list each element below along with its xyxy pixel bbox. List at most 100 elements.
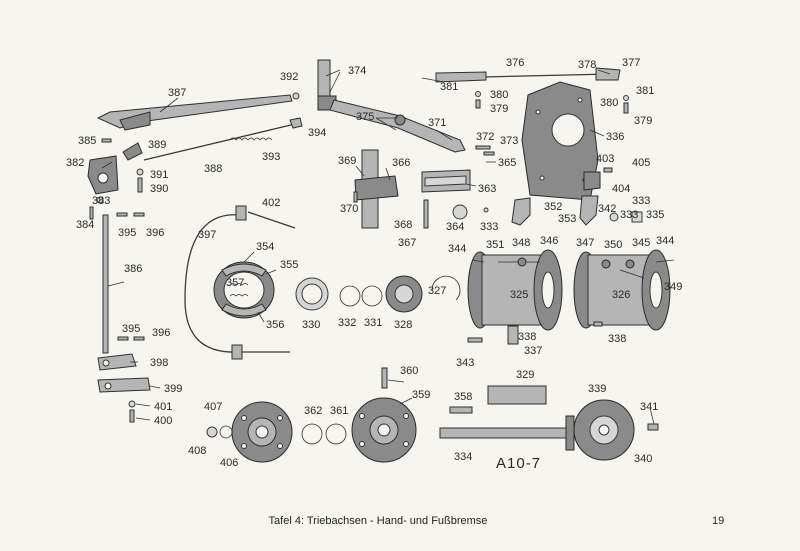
- part-label: 345: [632, 237, 650, 249]
- part-label: 386: [124, 263, 142, 275]
- part-label: 354: [256, 241, 274, 253]
- part-label: 344: [656, 235, 674, 247]
- part-label: 357: [226, 277, 244, 289]
- part-label: 330: [302, 319, 320, 331]
- part-label: 341: [640, 401, 658, 413]
- part-label: 366: [392, 157, 410, 169]
- part-label: 328: [394, 319, 412, 331]
- part-label: 326: [612, 289, 630, 301]
- part-label: 368: [394, 219, 412, 231]
- part-label: 339: [588, 383, 606, 395]
- part-label: 364: [446, 221, 464, 233]
- part-label: 367: [398, 237, 416, 249]
- part-label: 337: [524, 345, 542, 357]
- part-label: 333: [620, 209, 638, 221]
- part-label: 346: [540, 235, 558, 247]
- part-label: 397: [198, 229, 216, 241]
- part-label: 372: [476, 131, 494, 143]
- part-label: 377: [622, 57, 640, 69]
- part-label: 396: [152, 327, 170, 339]
- hub-right: [351, 397, 417, 463]
- part-label: 374: [348, 65, 366, 77]
- part-label: 403: [596, 153, 614, 165]
- part-label: 398: [150, 357, 168, 369]
- part-label: 388: [204, 163, 222, 175]
- part-label: 340: [634, 453, 652, 465]
- part-label: 392: [280, 71, 298, 83]
- part-label: 332: [338, 317, 356, 329]
- caption-text: Tafel 4: Triebachsen - Hand- und Fußbrem…: [268, 515, 488, 527]
- part-label: 385: [78, 135, 96, 147]
- part-label: 347: [576, 237, 594, 249]
- part-label: 355: [280, 259, 298, 271]
- part-label: 399: [164, 383, 182, 395]
- part-label: 329: [516, 369, 534, 381]
- part-label: 400: [154, 415, 172, 427]
- part-label: 382: [66, 157, 84, 169]
- part-label: 335: [646, 209, 664, 221]
- part-label: 351: [486, 239, 504, 251]
- part-label: 393: [262, 151, 280, 163]
- part-label: 350: [604, 239, 622, 251]
- part-label: 381: [636, 85, 654, 97]
- part-label: 325: [510, 289, 528, 301]
- part-label: 343: [456, 357, 474, 369]
- part-label: 348: [512, 237, 530, 249]
- part-label: 395: [122, 323, 140, 335]
- part-label: 404: [612, 183, 630, 195]
- part-label: 407: [204, 401, 222, 413]
- foot-brake-pedal: [317, 59, 466, 153]
- part-label: 387: [168, 87, 186, 99]
- part-labels: 387 392 374 376 378 377 381 380 379 381 …: [66, 57, 682, 472]
- part-label: 401: [154, 401, 172, 413]
- part-label: 344: [448, 243, 466, 255]
- part-label: 327: [428, 285, 446, 297]
- part-label: 373: [500, 135, 518, 147]
- part-label: 338: [518, 331, 536, 343]
- page-number: 19: [712, 515, 725, 527]
- part-label: 391: [150, 169, 168, 181]
- part-label: 380: [600, 97, 618, 109]
- brake-drum-right: [573, 249, 671, 331]
- part-label: 342: [598, 203, 616, 215]
- part-label: 360: [400, 365, 418, 377]
- part-label: 369: [338, 155, 356, 167]
- part-label: 353: [558, 213, 576, 225]
- part-label: 379: [490, 103, 508, 115]
- part-label: 376: [506, 57, 524, 69]
- part-label: 381: [440, 81, 458, 93]
- part-label: 362: [304, 405, 322, 417]
- part-label: 336: [606, 131, 624, 143]
- part-label: 331: [364, 317, 382, 329]
- part-label: 365: [498, 157, 516, 169]
- brake-shoes: [213, 261, 275, 319]
- plate-id: A10-7: [496, 455, 541, 472]
- part-label: 358: [454, 391, 472, 403]
- part-label: 396: [146, 227, 164, 239]
- hand-brake-lever: [96, 94, 293, 131]
- part-label: 352: [544, 201, 562, 213]
- part-label: 363: [478, 183, 496, 195]
- part-label: 406: [220, 457, 238, 469]
- brake-drum-left: [467, 249, 563, 331]
- part-label: 383: [92, 195, 110, 207]
- part-label: 356: [266, 319, 284, 331]
- part-label: 384: [76, 219, 94, 231]
- part-label: 361: [330, 405, 348, 417]
- part-label: 334: [454, 451, 472, 463]
- hub-left: [231, 401, 293, 463]
- part-label: 402: [262, 197, 280, 209]
- part-label: 333: [480, 221, 498, 233]
- part-label: 378: [578, 59, 596, 71]
- part-label: 380: [490, 89, 508, 101]
- figure-caption: Tafel 4: Triebachsen - Hand- und Fußbrem…: [0, 515, 800, 527]
- sprocket: [573, 399, 635, 461]
- part-label: 370: [340, 203, 358, 215]
- part-label: 338: [608, 333, 626, 345]
- part-label: 375: [356, 111, 374, 123]
- part-label: 349: [664, 281, 682, 293]
- axle-shaft: [439, 415, 575, 451]
- part-label: 379: [634, 115, 652, 127]
